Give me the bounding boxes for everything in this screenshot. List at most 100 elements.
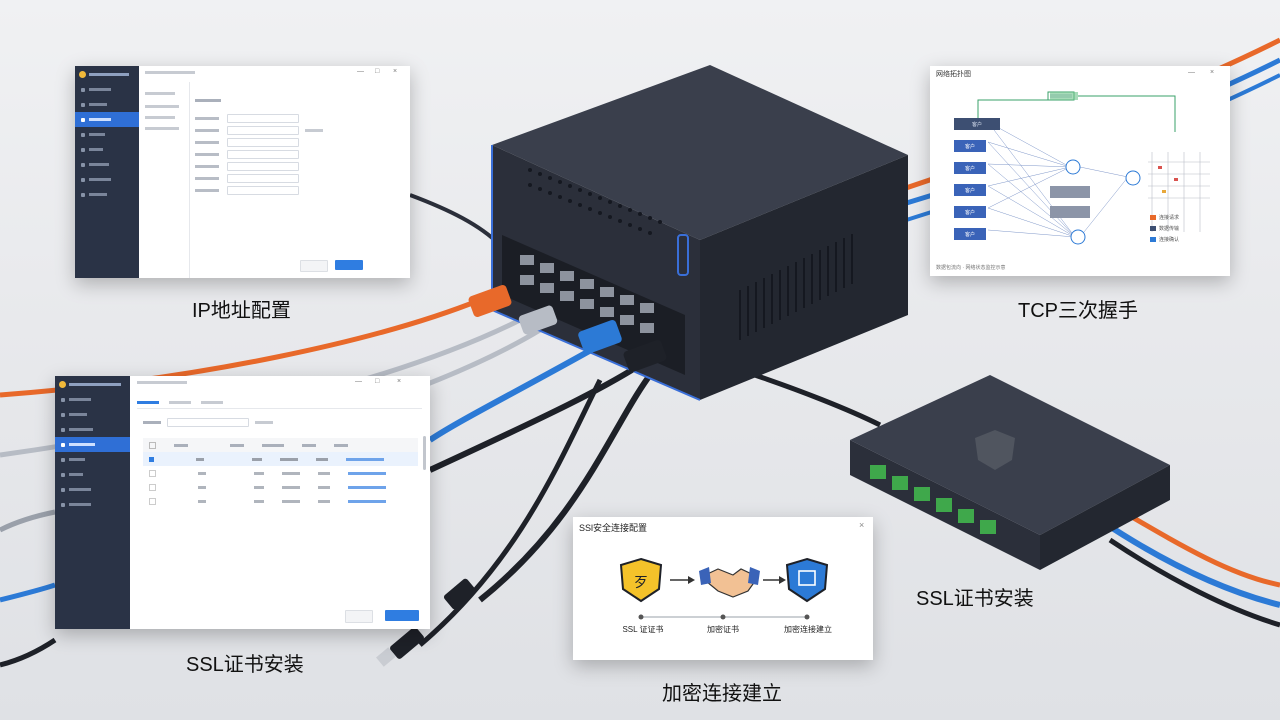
sidebar-item[interactable]	[55, 497, 130, 512]
tcp-topology-window: 网络拓扑图 — × 客户 客户 客户 客户 客户 客户 连接请求 数据传输	[930, 66, 1230, 276]
ip-form	[195, 94, 395, 196]
sidebar-item-active[interactable]	[75, 112, 139, 127]
table-header	[143, 438, 418, 452]
menu-icon	[61, 472, 65, 477]
minimize-icon[interactable]: —	[355, 378, 362, 385]
confirm-button[interactable]	[335, 260, 363, 270]
maximize-icon[interactable]: □	[375, 68, 380, 75]
table-row[interactable]	[143, 452, 418, 466]
tab[interactable]	[201, 400, 223, 404]
sidebar-item[interactable]	[75, 97, 139, 112]
menu-icon	[61, 442, 65, 447]
client-node[interactable]: 客户	[954, 140, 986, 152]
svg-text:⽍: ⽍	[634, 575, 648, 591]
sidebar-item[interactable]	[55, 392, 130, 407]
diagram-footer: 数据包流向 · 网络状态监控示意	[936, 265, 1006, 271]
client-node[interactable]: 客户	[954, 118, 1000, 130]
menu-icon	[61, 457, 65, 462]
minimize-icon[interactable]: —	[1188, 69, 1195, 76]
breadcrumb	[137, 381, 187, 384]
device-tree	[141, 82, 190, 278]
form-select[interactable]	[227, 185, 299, 195]
ssl-flow-diagram: ⽍	[619, 557, 829, 620]
table-row[interactable]	[143, 466, 418, 480]
menu-icon	[81, 132, 85, 137]
legend-label: 连接请求	[1159, 215, 1180, 221]
sidebar-item[interactable]	[55, 482, 130, 497]
topology-diagram	[977, 91, 1210, 245]
menu-icon	[61, 502, 65, 507]
sidebar-item[interactable]	[75, 172, 139, 187]
sidebar-item[interactable]	[55, 452, 130, 467]
row-checkbox[interactable]	[149, 483, 156, 491]
close-icon[interactable]: ×	[393, 68, 398, 75]
caption-tcp-handshake: TCP三次握手	[1018, 300, 1138, 322]
caption-ip-config: IP地址配置	[192, 300, 291, 322]
row-checkbox[interactable]	[149, 456, 154, 462]
sidebar-item-active[interactable]	[55, 437, 130, 452]
filter-select[interactable]	[167, 418, 249, 427]
sidebar-item[interactable]	[55, 422, 130, 437]
tab-active[interactable]	[137, 400, 159, 404]
ip-config-window: — □ ×	[75, 66, 410, 278]
window-title: 网络拓扑图	[936, 71, 971, 78]
tab-bar	[137, 396, 422, 409]
sidebar-item[interactable]	[55, 467, 130, 482]
legend-label: 数据传输	[1159, 226, 1180, 232]
menu-icon	[81, 102, 85, 107]
usb-connector	[376, 578, 477, 667]
menu-icon	[81, 162, 85, 167]
minimize-icon[interactable]: —	[357, 68, 364, 75]
legend: 连接请求 数据传输 连接确认	[1150, 214, 1179, 243]
ssl-config-dialog: SSl安全连接配置 × ⽍ SSL 证证书 加密证书 加密连接建立	[573, 517, 873, 660]
cert-sidebar	[55, 376, 130, 629]
legend-label: 连接确认	[1159, 237, 1180, 243]
certificate-table	[143, 438, 418, 508]
sidebar-item[interactable]	[75, 142, 139, 157]
client-node-list: 客户 客户 客户 客户 客户 客户	[954, 118, 1000, 240]
maximize-icon[interactable]: □	[375, 378, 380, 385]
tab[interactable]	[169, 400, 191, 404]
sidebar-item[interactable]	[75, 127, 139, 142]
filter-bar	[143, 418, 273, 427]
row-checkbox[interactable]	[149, 497, 156, 505]
scrollbar[interactable]	[423, 436, 426, 470]
menu-icon	[81, 87, 85, 92]
dialog-title: SSl安全连接配置	[579, 523, 648, 533]
close-icon[interactable]: ×	[859, 520, 865, 530]
menu-icon	[61, 487, 65, 492]
menu-icon	[61, 412, 65, 417]
close-icon[interactable]: ×	[397, 378, 402, 385]
sidebar-item[interactable]	[75, 187, 139, 202]
breadcrumb	[145, 71, 195, 74]
ip-sidebar	[75, 66, 139, 278]
close-icon[interactable]: ×	[1210, 69, 1215, 76]
caption-ssl-install-left: SSL证书安装	[186, 654, 304, 676]
sidebar-item[interactable]	[75, 82, 139, 97]
row-checkbox[interactable]	[149, 469, 156, 477]
caption-ssl-install-right: SSL证书安装	[916, 588, 1034, 610]
form-input[interactable]	[227, 173, 299, 183]
form-input[interactable]	[227, 149, 299, 159]
form-input[interactable]	[227, 161, 299, 171]
client-node[interactable]: 客户	[954, 162, 986, 174]
menu-icon	[81, 147, 85, 152]
cancel-button[interactable]	[345, 610, 373, 623]
sidebar-item[interactable]	[75, 157, 139, 172]
sidebar-item[interactable]	[55, 407, 130, 422]
menu-icon	[81, 192, 85, 197]
ssl-step-label: 加密证书	[707, 625, 739, 634]
table-row[interactable]	[143, 494, 418, 508]
table-row[interactable]	[143, 480, 418, 494]
client-node[interactable]: 客户	[954, 184, 986, 196]
cancel-button[interactable]	[300, 260, 328, 272]
form-input[interactable]	[227, 125, 299, 135]
client-node[interactable]: 客户	[954, 228, 986, 240]
app-logo-icon	[59, 380, 66, 388]
form-input[interactable]	[227, 113, 299, 123]
client-node[interactable]: 客户	[954, 206, 986, 218]
ssl-step-label: 加密连接建立	[784, 625, 832, 634]
confirm-button[interactable]	[385, 610, 419, 621]
menu-icon	[61, 427, 65, 432]
form-input[interactable]	[227, 137, 299, 147]
